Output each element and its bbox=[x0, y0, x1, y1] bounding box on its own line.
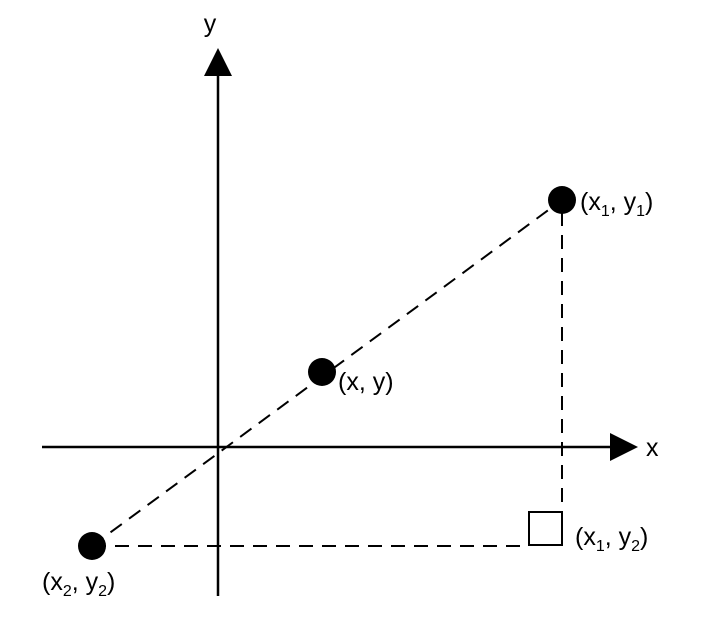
right-angle-square-x1-y2 bbox=[528, 511, 563, 546]
x-axis-arrow-icon bbox=[610, 433, 638, 461]
point-x2-y2 bbox=[78, 532, 106, 560]
label-x1-y2: (x1, y2) bbox=[575, 523, 648, 555]
y-axis-label: y bbox=[204, 10, 217, 38]
y-axis-arrow-icon bbox=[204, 48, 232, 76]
point-x1-y1 bbox=[548, 186, 576, 214]
point-x-y bbox=[308, 358, 336, 386]
label-x-y: (x, y) bbox=[338, 368, 394, 396]
label-x1-y1: (x1, y1) bbox=[580, 188, 653, 220]
x-axis-label: x bbox=[646, 434, 659, 462]
label-x2-y2: (x2, y2) bbox=[42, 568, 115, 600]
dashed-line-diagonal bbox=[91, 199, 563, 547]
